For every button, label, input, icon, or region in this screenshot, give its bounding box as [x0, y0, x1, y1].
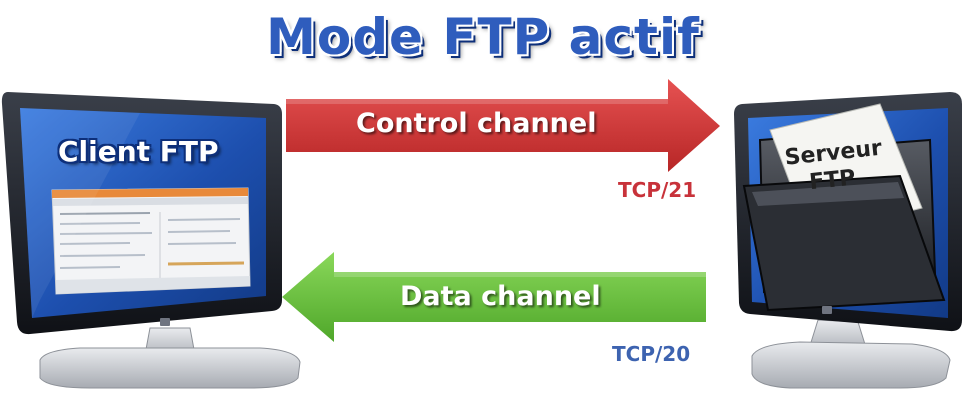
server-monitor: [734, 92, 962, 389]
folder-icon: [742, 103, 946, 312]
control-channel-port: TCP/21: [618, 178, 697, 202]
control-channel-arrow: [286, 79, 720, 172]
server-label: Serveur FTP: [783, 135, 883, 198]
control-channel-label: Control channel: [356, 108, 597, 139]
diagram-title: Mode FTP actif: [266, 8, 700, 66]
data-channel-arrow: [282, 252, 706, 342]
data-channel-port: TCP/20: [612, 342, 691, 366]
ftp-client-app-window: [51, 187, 251, 295]
data-channel-label: Data channel: [400, 281, 601, 312]
client-label: Client FTP: [58, 135, 219, 168]
client-monitor: [1, 92, 301, 389]
